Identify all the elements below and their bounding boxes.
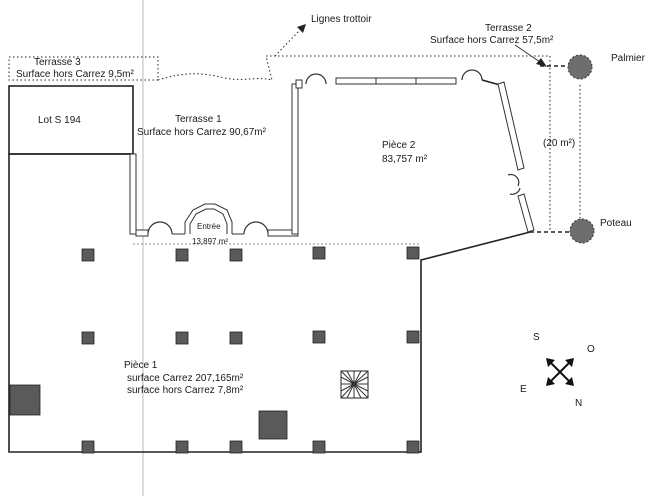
pillar	[229, 440, 243, 454]
compass-icon	[546, 358, 574, 386]
compass-south: S	[533, 332, 540, 343]
large-pillar	[258, 410, 288, 440]
lot-label: Lot S 194	[38, 115, 81, 126]
post-icon	[569, 218, 595, 244]
area-20-label: (20 m²)	[543, 138, 575, 149]
large-pillar	[9, 384, 41, 416]
pillar	[406, 440, 420, 454]
compass-north: N	[575, 398, 582, 409]
terrasse3-title: Terrasse 3	[34, 57, 81, 68]
sidewalk-label: Lignes trottoir	[311, 14, 372, 25]
pillar	[312, 330, 326, 344]
terrasse3-area: Surface hors Carrez 9,5m²	[16, 69, 134, 80]
pillar	[81, 248, 95, 262]
terrasse2-area: Surface hors Carrez 57,5m²	[430, 35, 554, 46]
entree-bay	[184, 203, 233, 234]
sidewalk-line	[157, 55, 550, 81]
piece1-hors: surface hors Carrez 7,8m²	[127, 385, 244, 396]
piece1-title: Pièce 1	[124, 360, 158, 371]
piece1-outline	[8, 154, 531, 453]
pillar	[312, 440, 326, 454]
terrasse2-title: Terrasse 2	[485, 23, 532, 34]
terrasse2-arrow-head	[536, 58, 547, 67]
compass-west: O	[587, 344, 595, 355]
entree-area: 13,897 m²	[192, 237, 228, 246]
piece2-walls	[295, 69, 535, 233]
entree-title: Entrée	[197, 222, 221, 231]
sidewalk-arrow-head	[297, 24, 306, 33]
piece1-carrez: surface Carrez 207,165m²	[127, 373, 244, 384]
pillar	[175, 440, 189, 454]
palm-tree-icon	[567, 54, 593, 80]
terrasse1-walls	[129, 83, 299, 237]
terrasse1-area: Surface hors Carrez 90,67m²	[137, 127, 267, 138]
pillar	[406, 330, 420, 344]
poteau-label: Poteau	[600, 218, 632, 229]
pillar	[175, 248, 189, 262]
pillar	[406, 246, 420, 260]
pillar	[229, 248, 243, 262]
terrasse1-title: Terrasse 1	[175, 114, 222, 125]
piece2-area: 83,757 m²	[382, 154, 428, 165]
pillar	[81, 440, 95, 454]
staircase-icon	[340, 370, 369, 399]
pillar	[312, 246, 326, 260]
terrasse-3-outline	[8, 56, 159, 81]
pillar	[81, 331, 95, 345]
piece2-title: Pièce 2	[382, 140, 416, 151]
compass-east: E	[520, 384, 527, 395]
palmier-label: Palmier	[611, 53, 646, 64]
terrasse2-arrow-line	[514, 44, 541, 63]
pillar	[229, 331, 243, 345]
pillars	[9, 246, 420, 454]
sidewalk-arrow-line	[274, 29, 301, 57]
pillar	[175, 331, 189, 345]
